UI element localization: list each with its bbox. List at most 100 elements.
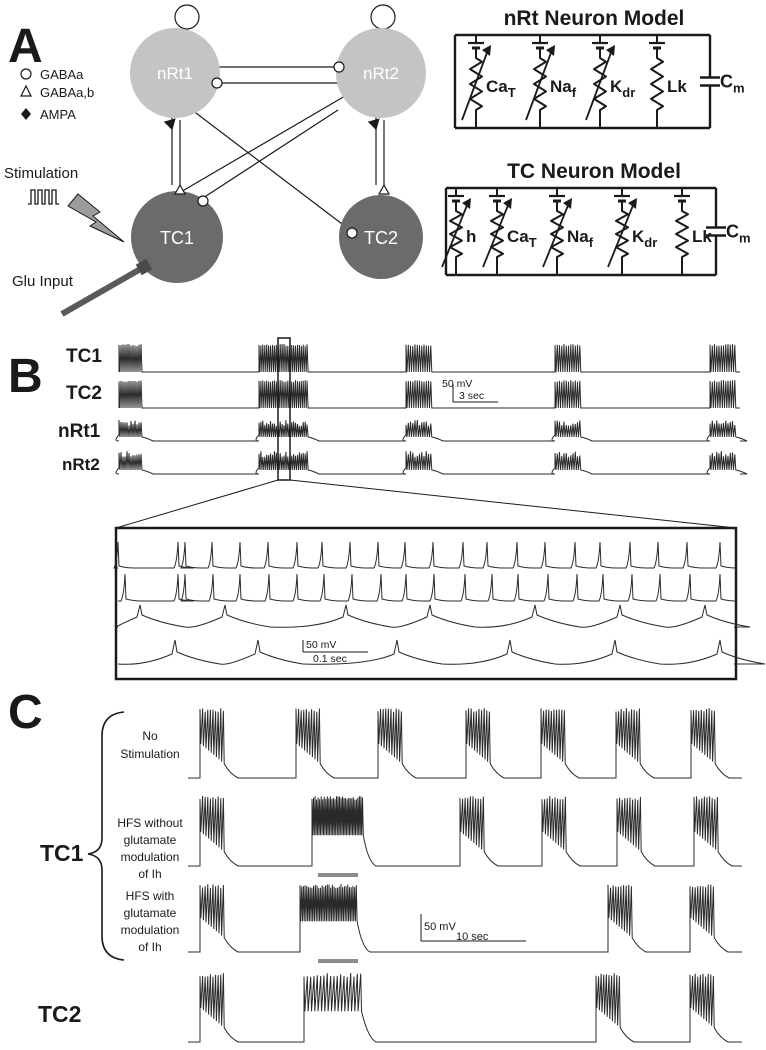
conductance-label: Lk [667, 77, 687, 96]
conductance-label: Kdr [632, 227, 657, 250]
zoom-connector-left [115, 479, 279, 529]
circuit-branch: Lk [674, 188, 712, 275]
panel-c-row-trace [188, 972, 742, 1043]
circuit-branch: Naf [525, 35, 577, 128]
nrt2-self-loop [370, 4, 396, 30]
zoom-inset-traces [113, 541, 766, 665]
legend-ampa-label: AMPA [40, 107, 76, 122]
nrt1-circle [130, 28, 220, 118]
circuit-branch: CaT [461, 35, 516, 128]
condition-labels: No Stimulation HFS without glutamate mod… [117, 729, 183, 954]
tc2-label: TC2 [364, 228, 398, 248]
circuit-branch: Naf [542, 188, 594, 275]
zoom-window [277, 337, 291, 481]
gabaab-legend-icon [20, 84, 32, 97]
membrane-trace [118, 343, 740, 373]
circuit-branch: Kdr [607, 188, 657, 275]
conductance-label: Naf [550, 77, 577, 100]
membrane-trace [115, 451, 748, 475]
membrane-trace [188, 884, 742, 953]
nrt1-self-loop [174, 4, 200, 30]
nrt1-to-tc2-line [191, 109, 351, 231]
panel-c-letter: C [8, 686, 43, 739]
tc2-circle [339, 195, 423, 279]
b-scalebar-time: 3 sec [459, 390, 484, 402]
zoom-connector-right [289, 479, 737, 529]
condition-2-line-3: modulation [121, 850, 180, 864]
inset-row-trace [113, 541, 737, 569]
conductance-label: CaT [507, 227, 537, 250]
c-scalebar-voltage: 50 mV [424, 921, 456, 933]
panel-b-letter: B [8, 350, 43, 403]
gabaa-synapse-icon [197, 195, 209, 207]
row-label-tc1: TC1 [66, 346, 102, 367]
gabaab-synapse-icon [377, 183, 391, 195]
panel-b-row-trace [118, 380, 740, 409]
inset-scalebar-voltage: 50 mV [306, 639, 336, 651]
membrane-trace [118, 380, 740, 409]
zoom-inset-frame [114, 526, 738, 681]
conductance-label: Lk [692, 227, 712, 246]
panel-c-row-trace [188, 884, 742, 953]
condition-3-line-4: of Ih [138, 940, 161, 954]
tc1-node: TC1 [131, 191, 223, 283]
inset-scalebar: 50 mV 0.1 sec [302, 639, 368, 665]
capacitor-label: Cm [726, 222, 751, 246]
tc1-circle [131, 191, 223, 283]
legend-gabaab-label: GABAa,b [40, 85, 94, 100]
tc1-label: TC1 [160, 228, 194, 248]
condition-2-line-2: glutamate [124, 833, 177, 847]
nrt1-label: nRt1 [157, 64, 193, 83]
glu-input-label: Glu Input [12, 273, 74, 290]
capacitor-label: Cm [720, 72, 745, 96]
gabaa-legend-icon [20, 68, 32, 80]
circuit-branch: CaT [482, 188, 537, 275]
panel-c-tc2-label: TC2 [38, 1001, 81, 1027]
gabaa-synapse-icon [346, 227, 358, 239]
panel-b-row-trace [115, 451, 748, 475]
synapse-legend: GABAa GABAa,b AMPA [20, 67, 94, 122]
condition-1-line-2: Stimulation [120, 747, 179, 761]
ampa-synapse-icon [367, 118, 380, 131]
nrt-model-title: nRt Neuron Model [504, 7, 685, 30]
b-scalebar-voltage: 50 mV [442, 378, 472, 390]
ampa-legend-icon [21, 108, 31, 120]
row-label-nrt2: nRt2 [62, 455, 100, 474]
panel-b-scalebar: 50 mV 3 sec [442, 378, 498, 403]
condition-3-line-3: modulation [121, 923, 180, 937]
tc1-condition-brace [87, 711, 125, 961]
stimulation-label: Stimulation [4, 165, 78, 182]
condition-1-line-1: No [142, 729, 158, 743]
hfs-period-bar-1 [318, 873, 358, 877]
gabaa-synapse-icon [211, 77, 223, 89]
inset-membrane-trace [118, 573, 737, 602]
stimulation-group: Stimulation [4, 165, 125, 243]
tc2-node: TC2 [339, 195, 423, 279]
tc-model-title: TC Neuron Model [507, 160, 681, 183]
hfs-period-bar-2 [318, 959, 358, 963]
row-label-tc2: TC2 [66, 383, 102, 404]
conductance-label: Kdr [610, 77, 635, 100]
panel-c-traces [188, 708, 742, 1043]
nrt2-to-tc1-line [202, 109, 339, 199]
condition-3-line-1: HFS with [126, 889, 175, 903]
membrane-trace [188, 795, 742, 867]
nrt1-node: nRt1 [130, 28, 220, 118]
condition-2-line-4: of Ih [138, 867, 161, 881]
condition-2-line-1: HFS without [117, 816, 183, 830]
inset-membrane-trace [113, 541, 737, 569]
nrt2-label: nRt2 [363, 64, 399, 83]
panel-b-traces [115, 343, 748, 475]
legend-gabaa-label: GABAa [40, 67, 84, 82]
conductance-label: Naf [567, 227, 594, 250]
circuit-branch: Kdr [585, 35, 635, 128]
glu-input-terminal [135, 258, 153, 276]
inset-row-trace [117, 639, 766, 665]
row-label-nrt1: nRt1 [58, 421, 101, 442]
nrt-neuron-model: nRt Neuron Model CaT Naf Kdr Lk Cm [453, 7, 745, 130]
membrane-capacitor: Cm [706, 222, 751, 246]
inset-membrane-trace [117, 639, 766, 665]
panel-a-letter: A [8, 20, 43, 73]
membrane-trace [188, 972, 742, 1043]
